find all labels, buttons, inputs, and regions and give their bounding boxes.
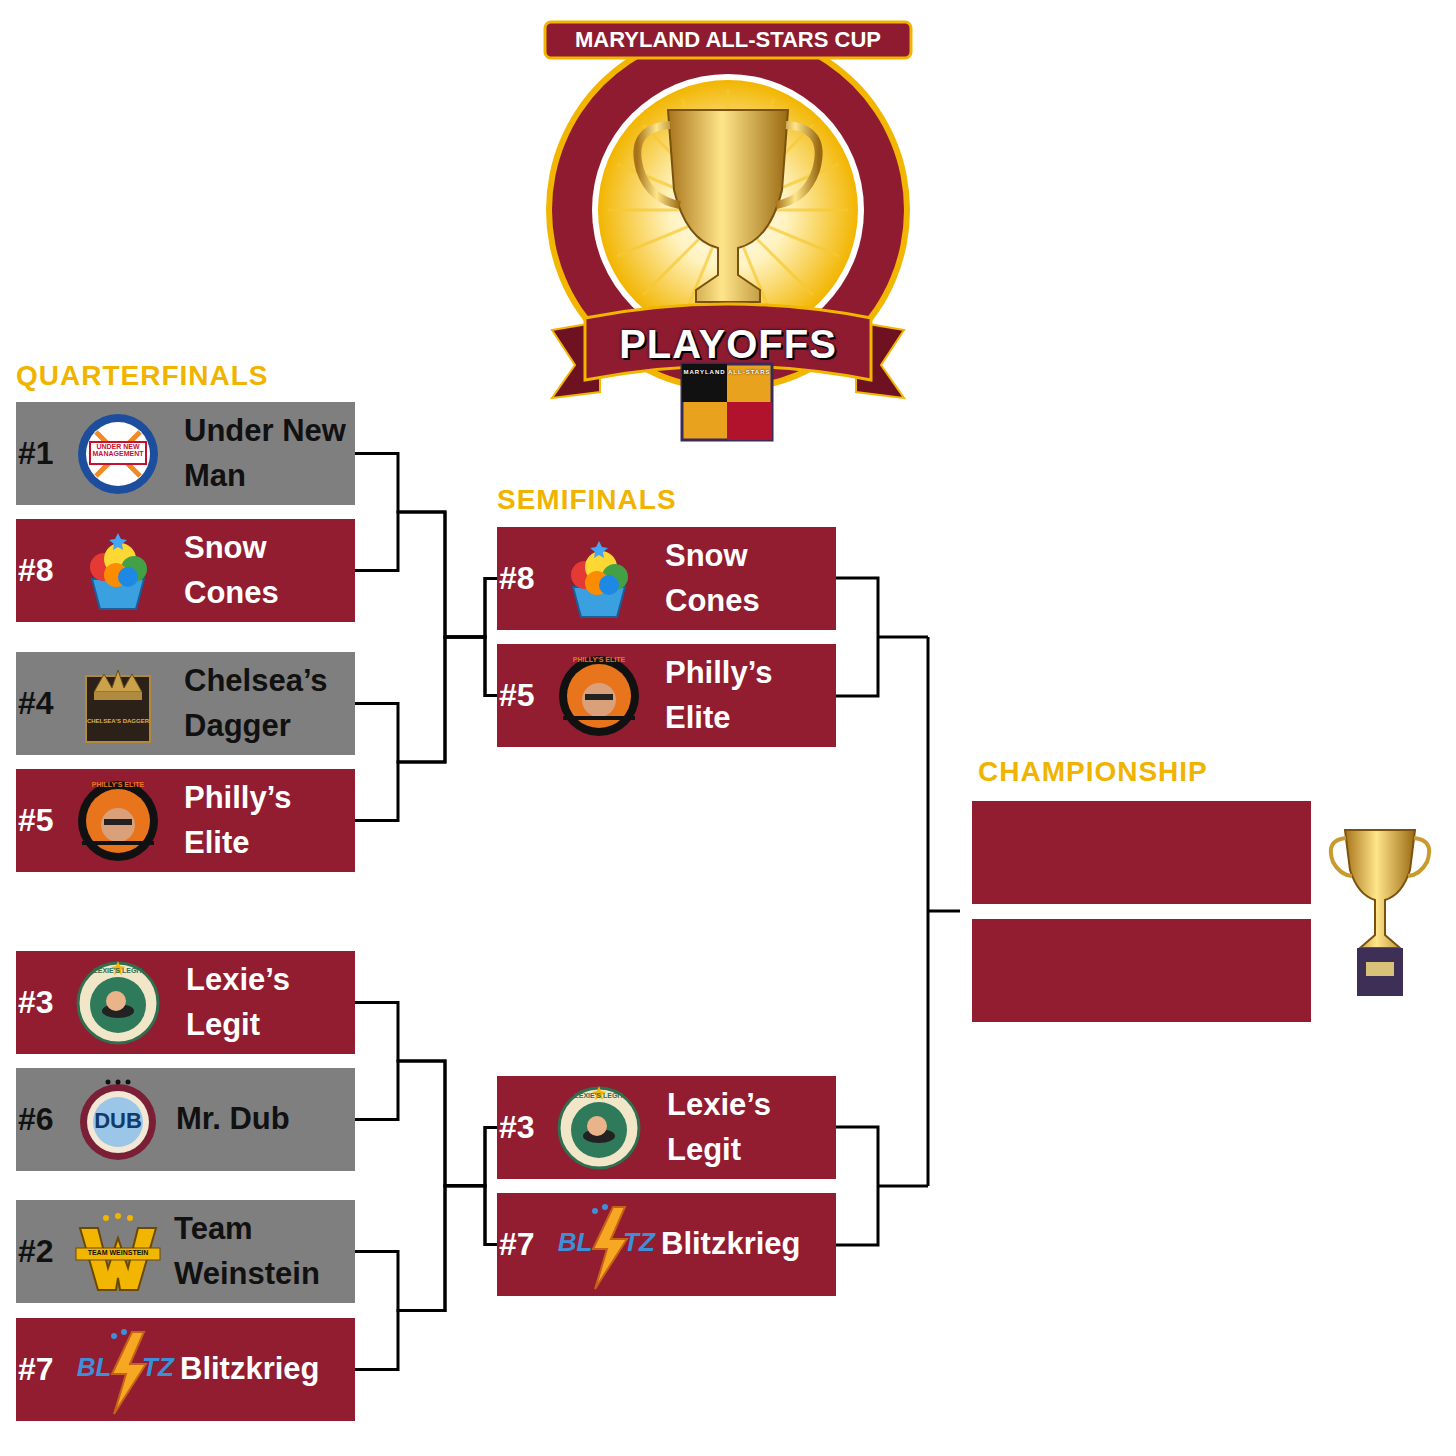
seed-number: #2 (18, 1200, 54, 1303)
logo-text: BL (555, 1229, 595, 1256)
seed-number: #8 (18, 519, 54, 622)
team-box-eliminated: #2 Team Weinstein TEAM WEINSTEIN (16, 1200, 355, 1303)
team-name: Snow Cones (184, 526, 351, 616)
team-name: Philly’s Elite (665, 651, 832, 741)
seed-number: #3 (18, 951, 54, 1054)
seed-number: #7 (499, 1193, 535, 1296)
team-name: Blitzkrieg (180, 1347, 351, 1392)
logo-text: BL (74, 1354, 114, 1381)
logo-text: LEXIE'S LEGIT (88, 967, 148, 974)
bracket-connector (355, 637, 497, 821)
trophy-icon (1331, 830, 1429, 996)
bracket-connector (355, 1186, 497, 1370)
team-box: #7 Blitzkrieg BL TZ (497, 1193, 836, 1296)
team-logo (557, 1086, 641, 1174)
team-name: Chelsea’s Dagger (184, 659, 351, 749)
team-box: #7 Blitzkrieg BL TZ (16, 1318, 355, 1421)
team-box: #8 Snow Cones (16, 519, 355, 622)
logo-text: PHILLY'S ELITE (563, 656, 635, 663)
banner-text: PLAYOFFS (585, 318, 871, 370)
team-box: #5 Philly’s Elite PHILLY'S ELITE (16, 769, 355, 872)
seed-number: #3 (499, 1076, 535, 1179)
bracket-connector (355, 1003, 497, 1186)
empty-slot (972, 801, 1311, 904)
team-box: #3 Lexie’s Legit LEXIE'S LEGIT (497, 1076, 836, 1179)
empty-slot (972, 919, 1311, 1022)
seed-number: #5 (18, 769, 54, 872)
cup-logo (545, 22, 911, 440)
logo-text: PHILLY'S ELITE (82, 781, 154, 788)
team-name: Blitzkrieg (661, 1222, 832, 1267)
team-name: Snow Cones (665, 534, 832, 624)
flag-text: MARYLAND ALL-STARS (682, 366, 772, 378)
round-heading: CHAMPIONSHIP (978, 754, 1338, 790)
team-name: Mr. Dub (176, 1097, 351, 1142)
seed-number: #1 (18, 402, 54, 505)
team-name: Under New Man (184, 409, 351, 499)
team-box-eliminated: #6 Mr. Dub DUB (16, 1068, 355, 1171)
seed-number: #4 (18, 652, 54, 755)
logo-text: DUB (88, 1109, 148, 1132)
logo-text: CHELSEA'S DAGGER (86, 718, 150, 724)
bracket-connector (355, 512, 497, 637)
bracket-connector (355, 454, 497, 638)
team-name: Team Weinstein (174, 1207, 351, 1297)
team-logo (557, 537, 641, 625)
logo-text: TZ (619, 1229, 659, 1256)
team-logo (76, 779, 160, 867)
round-heading: SEMIFINALS (497, 482, 797, 518)
seed-number: #8 (499, 527, 535, 630)
logo-text: LEXIE'S LEGIT (569, 1092, 629, 1099)
bracket-connector (355, 1061, 497, 1186)
bracket-lines (836, 578, 960, 1245)
team-box-eliminated: #1 Under New Man UNDER NEW MANAGEMENT (16, 402, 355, 505)
seed-number: #7 (18, 1318, 54, 1421)
team-box: #3 Lexie’s Legit LEXIE'S LEGIT (16, 951, 355, 1054)
team-logo (76, 961, 160, 1049)
logo-text: UNDER NEW MANAGEMENT (90, 443, 146, 458)
team-name: Lexie’s Legit (186, 958, 351, 1048)
bracket-connector (355, 637, 497, 762)
logo-text: TZ (138, 1354, 178, 1381)
team-name: Philly’s Elite (184, 776, 351, 866)
seed-number: #5 (499, 644, 535, 747)
team-logo (557, 654, 641, 742)
team-box-eliminated: #4 Chelsea’s DaggerCHELSEA'S DAGGER (16, 652, 355, 755)
round-heading: QUARTERFINALS (16, 358, 376, 394)
team-logo (76, 662, 160, 750)
bracket-connector (355, 1186, 497, 1311)
title: MARYLAND ALL-STARS CUP (545, 22, 911, 58)
team-logo (76, 529, 160, 617)
team-box: #8 Snow Cones (497, 527, 836, 630)
team-box: #5 Philly’s Elite PHILLY'S ELITE (497, 644, 836, 747)
logo-text: TEAM WEINSTEIN (76, 1249, 160, 1256)
team-name: Lexie’s Legit (667, 1083, 832, 1173)
seed-number: #6 (18, 1068, 54, 1171)
